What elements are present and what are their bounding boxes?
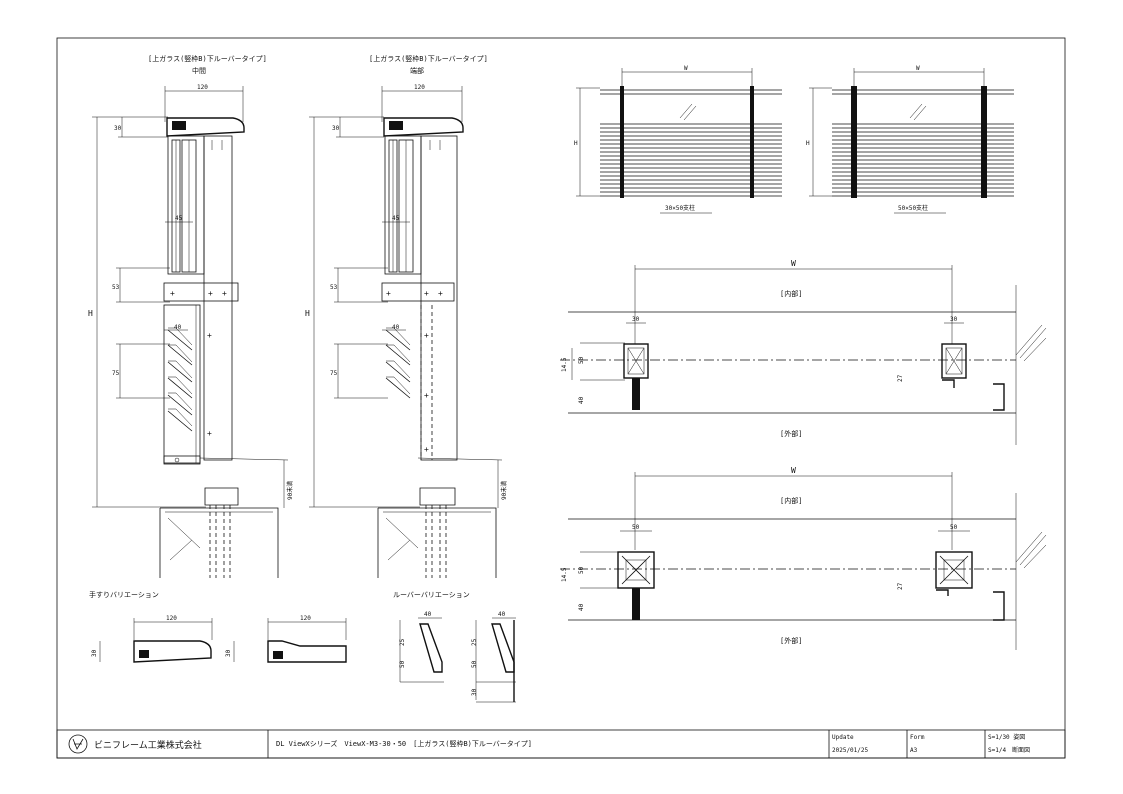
dim-45-mid: 45 [175, 215, 183, 222]
plan50-d50b: 50 [950, 524, 958, 531]
svg-text:+: + [438, 289, 443, 298]
dim-120-mid: 120 [197, 84, 208, 91]
handrail-a-120: 120 [166, 615, 177, 622]
plan30-d27: 27 [897, 374, 904, 382]
elev50-label: 50×50支柱 [898, 204, 928, 212]
plan50-d50a: 50 [632, 524, 640, 531]
svg-text:+: + [424, 391, 429, 400]
plan30-d14: 14.5 [561, 357, 568, 372]
louver-title: ルーバーバリエーション [393, 591, 470, 599]
section-end-subtitle: 端部 [410, 66, 424, 75]
elev30-H: H [574, 140, 578, 147]
louver-b-30: 30 [471, 688, 478, 696]
form-value: A3 [910, 747, 918, 754]
section-middle-subtitle: 中間 [192, 66, 206, 75]
louver-a-50: 50 [399, 660, 406, 668]
handrail-b-120: 120 [300, 615, 311, 622]
dim-53-end: 53 [330, 284, 338, 291]
dim-45-end: 45 [392, 215, 400, 222]
elev50-H: H [806, 140, 810, 147]
plan30-d30b: 30 [950, 316, 958, 323]
dim-40-end: 40 [392, 324, 400, 331]
elev30-W: W [684, 65, 688, 72]
dim-120-end: 120 [414, 84, 425, 91]
scale-elevation: S=1/30 姿図 [988, 733, 1025, 741]
plan30-d50: 50 [578, 356, 585, 364]
svg-text:+: + [222, 289, 227, 298]
plan50-outside: [外部] [780, 636, 802, 645]
dim-H-mid: H [88, 309, 93, 318]
dim-H-end: H [305, 309, 310, 318]
plan-50: W [内部] [外部] 50 50 14.5 50 40 27 [560, 466, 1047, 650]
company-name: ビニフレーム工業株式会社 [94, 739, 202, 751]
drawing-title: DL ViewXシリーズ ViewX-M3-30・50 [上ガラス(竪枠B)下ル… [276, 739, 532, 748]
svg-text:+: + [207, 331, 212, 340]
svg-text:+: + [386, 289, 391, 298]
company-logo-icon [68, 734, 88, 754]
plan50-d40: 40 [578, 603, 585, 611]
dim-53-mid: 53 [112, 284, 120, 291]
elevation-50: W H 50×50支柱 [806, 65, 1014, 214]
dim-40-mid: 40 [174, 324, 182, 331]
louver-a-25: 25 [399, 638, 406, 646]
elev30-label: 30×50支柱 [665, 204, 695, 212]
scale-section: S=1/4 断面図 [988, 746, 1030, 754]
louver-b-25: 25 [471, 638, 478, 646]
handrail-title: 手すりバリエーション [89, 590, 159, 599]
section-end: [上ガラス(竪枠B)下ルーバータイプ] 端部 120 H 30 45 53 + … [305, 54, 508, 578]
dim-90-end: 90未満 [500, 481, 508, 500]
elevation-30: W H 30×50支柱 [574, 65, 782, 214]
plan30-W: W [791, 259, 796, 268]
svg-text:+: + [424, 445, 429, 454]
sheet-border [56, 37, 1066, 759]
dim-75-mid: 75 [112, 370, 120, 377]
plan30-outside: [外部] [780, 429, 802, 438]
plan50-inside: [内部] [780, 496, 802, 505]
dim-90-mid: 90未満 [286, 481, 294, 500]
svg-text:+: + [207, 429, 212, 438]
plan30-d30a: 30 [632, 316, 640, 323]
louver-a-40: 40 [424, 611, 432, 618]
dim-30-mid: 30 [114, 125, 122, 132]
dim-30-end: 30 [332, 125, 340, 132]
title-block: ビニフレーム工業株式会社 DL ViewXシリーズ ViewX-M3-30・50… [56, 729, 1066, 759]
plan30-inside: [内部] [780, 289, 802, 298]
dim-75-end: 75 [330, 370, 338, 377]
svg-text:+: + [170, 289, 175, 298]
svg-text:+: + [424, 331, 429, 340]
handrail-b-30: 30 [225, 649, 232, 657]
section-middle: [上ガラス(竪枠B)下ルーバータイプ] 中間 120 H 30 45 [88, 54, 294, 578]
form-label: Form [910, 734, 925, 741]
update-label: Update [832, 734, 854, 741]
section-end-title: [上ガラス(竪枠B)下ルーバータイプ] [369, 54, 488, 63]
louver-b-50: 50 [471, 660, 478, 668]
louver-b-40: 40 [498, 611, 506, 618]
louver-variations: ルーバーバリエーション 40 25 50 40 25 50 30 [393, 591, 516, 703]
plan30-d40: 40 [578, 396, 585, 404]
plan50-d50c: 50 [578, 566, 585, 574]
plan-30: W [内部] [外部] 30 30 14.5 50 40 27 [560, 259, 1047, 445]
svg-text:+: + [208, 289, 213, 298]
section-middle-title: [上ガラス(竪枠B)下ルーバータイプ] [148, 54, 267, 63]
handrail-a-30: 30 [91, 649, 98, 657]
plan50-d27: 27 [897, 582, 904, 590]
plan50-d14: 14.5 [561, 567, 568, 582]
handrail-variations: 手すりバリエーション 120 30 120 30 [89, 590, 347, 663]
plan50-W: W [791, 466, 796, 475]
svg-text:+: + [424, 289, 429, 298]
elev50-W: W [916, 65, 920, 72]
update-value: 2025/01/25 [832, 747, 869, 754]
